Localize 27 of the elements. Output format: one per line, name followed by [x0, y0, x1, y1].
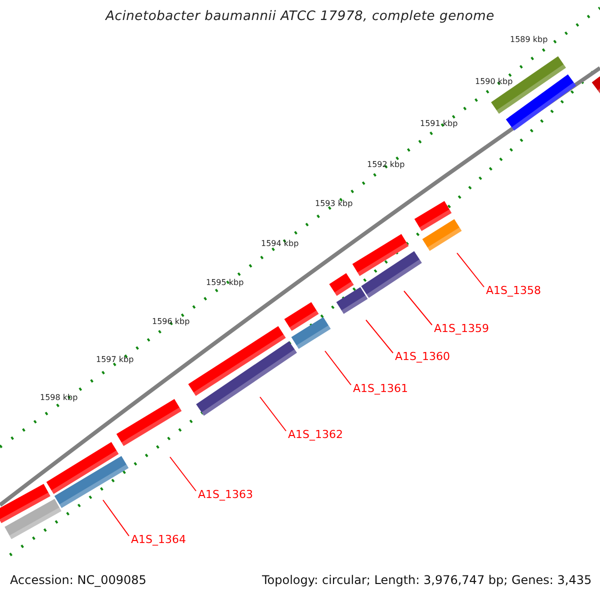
leader-line	[366, 320, 394, 354]
footer-text: Topology: circular; Length: 3,976,747 bp; Genes: 3,435	[262, 574, 592, 588]
scale-label: 1589 kbp	[510, 36, 548, 45]
scale-label: 1595 kbp	[206, 279, 244, 288]
leader-line	[260, 396, 286, 432]
scale-label: 1591 kbp	[420, 120, 458, 129]
scale-label: 1598 kbp	[40, 394, 78, 403]
gene-label: A1S_1361	[353, 383, 408, 396]
leader-line	[170, 456, 196, 492]
scale-label: 1590 kbp	[475, 78, 513, 87]
gene-label: A1S_1359	[434, 323, 489, 336]
gene-label: A1S_1362	[288, 429, 343, 442]
scale-label: 1592 kbp	[367, 161, 405, 170]
gene-label: A1S_1363	[198, 489, 253, 502]
leader-line	[324, 350, 352, 386]
scale-label: 1593 kbp	[315, 200, 353, 209]
leader-line	[404, 290, 432, 326]
leader-line	[102, 500, 130, 536]
gene-label: A1S_1364	[131, 534, 186, 546]
footer-text: Accession: NC_009085	[10, 574, 146, 588]
scale-label: 1597 kbp	[96, 356, 134, 365]
diagram-title: Acinetobacter baumannii ATCC 17978, complete genome	[104, 10, 496, 24]
gene-label: A1S_1360	[395, 351, 450, 364]
scale-label: 1594 kbp	[261, 240, 299, 249]
gene-label: A1S_1358	[486, 285, 541, 298]
leader-line	[456, 252, 484, 288]
scale-label: 1596 kbp	[152, 318, 190, 327]
